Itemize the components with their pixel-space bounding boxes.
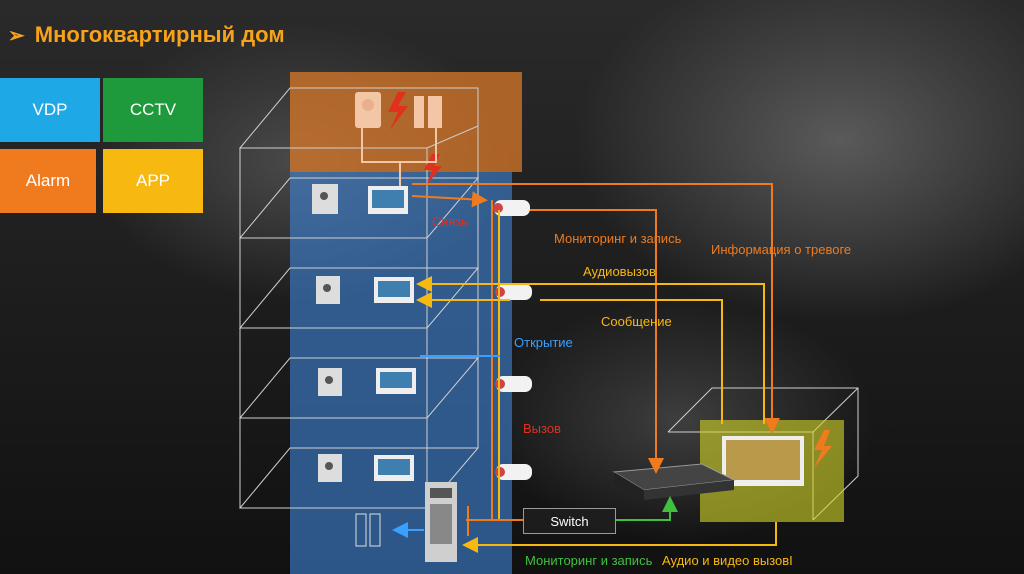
tile-app-label: APP bbox=[135, 171, 171, 190]
switch-box: Switch bbox=[523, 508, 616, 534]
door-contact-icon bbox=[355, 513, 381, 547]
tile-cctv: CCTV bbox=[103, 78, 203, 142]
label-svyaz: Связь bbox=[432, 214, 468, 229]
tile-alarm: Alarm bbox=[0, 149, 96, 213]
tile-app: APP bbox=[103, 149, 203, 213]
camera-icon bbox=[493, 200, 530, 216]
tile-alarm-label: Alarm bbox=[25, 171, 71, 190]
camera-icon bbox=[495, 376, 532, 392]
tile-vdp-label: VDP bbox=[32, 100, 68, 119]
title-text: Многоквартирный дом bbox=[34, 22, 285, 47]
tile-vdp: VDP bbox=[0, 78, 100, 142]
label-alarm-info: Информация о тревоге bbox=[711, 242, 852, 257]
label-av-call: Аудио и видео вызовI bbox=[662, 553, 793, 568]
label-soobshchenie: Сообщение bbox=[601, 314, 672, 329]
camera-icon bbox=[495, 464, 532, 480]
arrow-bullet-icon: ➢ bbox=[8, 24, 25, 47]
pir-sensor-icon bbox=[355, 92, 381, 128]
floor-devices bbox=[312, 184, 416, 482]
label-monitoring-bottom: Мониторинг и запись bbox=[525, 553, 653, 568]
label-otkrytie: Открытие bbox=[514, 335, 573, 350]
outdoor-station-icon bbox=[425, 482, 457, 562]
camera-icon bbox=[495, 284, 532, 300]
nvr-icon bbox=[612, 463, 736, 500]
door-contact-icon bbox=[414, 96, 442, 128]
label-monitoring-top: Мониторинг и запись bbox=[554, 231, 682, 246]
page-title: ➢ Многоквартирный дом bbox=[8, 22, 285, 48]
lightning-icon bbox=[388, 92, 408, 130]
switch-label: Switch bbox=[550, 513, 589, 529]
tile-cctv-label: CCTV bbox=[129, 100, 177, 119]
building-wireframe bbox=[238, 87, 480, 509]
indoor-monitor-icon bbox=[722, 436, 804, 486]
label-vyzov: Вызов bbox=[523, 421, 561, 436]
lightning-icon bbox=[814, 430, 832, 468]
alarm-zone bbox=[290, 72, 522, 172]
label-audiovyzov: Аудиовызов bbox=[583, 264, 656, 279]
